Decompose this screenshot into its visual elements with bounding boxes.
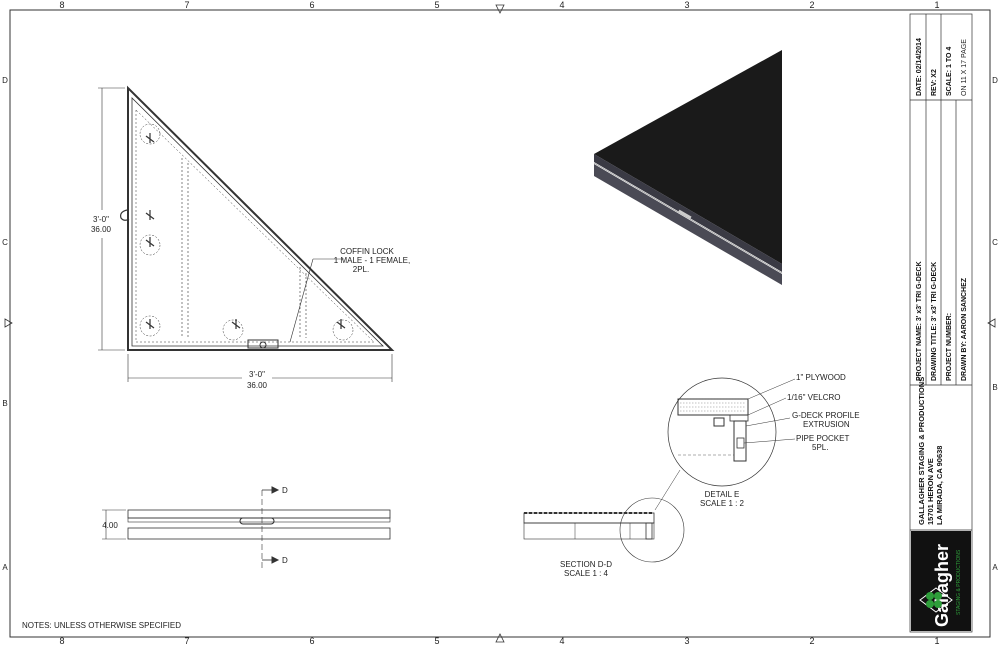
col-label: 1 xyxy=(934,0,939,10)
detail-scale: SCALE 1 : 2 xyxy=(700,499,745,508)
row-label: C xyxy=(992,238,998,247)
tb-rev: REV: X2 xyxy=(931,69,938,96)
side-view xyxy=(102,486,391,570)
thickness-dim: 4.00 xyxy=(102,521,118,530)
height-dim-in: 36.00 xyxy=(91,225,112,234)
detail-title: DETAIL E xyxy=(705,490,740,499)
col-label: 6 xyxy=(309,0,314,10)
section-title: SECTION D-D xyxy=(560,560,612,569)
label-pocket-1: PIPE POCKET xyxy=(796,434,849,443)
col-label: 7 xyxy=(184,0,189,10)
tb-address-1: 15701 HERON AVE xyxy=(926,458,935,525)
row-label: A xyxy=(992,563,998,572)
tb-address-2: LA MIRADA, CA 90638 xyxy=(935,446,944,525)
tb-page: ON 11 X 17 PAGE xyxy=(961,39,968,96)
label-profile-2: EXTRUSION xyxy=(803,420,850,429)
col-label: 3 xyxy=(684,636,689,646)
tb-date: DATE: 02/14/2014 xyxy=(916,38,923,96)
isometric-view xyxy=(593,50,783,285)
top-view-dim-text: 3'-0" 36.00 3'-0" 36.00 COFFIN LOCK 1 MA… xyxy=(91,215,410,390)
col-label: 8 xyxy=(59,636,64,646)
company-logo: Gallagher STAGING & PRODUCTIONS xyxy=(911,531,971,631)
logo-subtext: STAGING & PRODUCTIONS xyxy=(956,549,962,615)
sheet-border xyxy=(9,9,991,638)
col-label: 2 xyxy=(809,0,814,10)
col-label: 5 xyxy=(434,636,439,646)
tb-drawing-title: DRAWING TITLE: 3' x3' TRI G-DECK xyxy=(931,262,938,381)
height-dim-ft: 3'-0" xyxy=(93,215,109,224)
column-labels-top: 8 7 6 5 4 3 2 1 xyxy=(59,0,939,10)
section-scale: SCALE 1 : 4 xyxy=(564,569,609,578)
col-label: 1 xyxy=(934,636,939,646)
title-block xyxy=(909,13,973,633)
detail-view xyxy=(654,377,796,511)
side-view-text: 4.00 D D xyxy=(102,486,288,565)
coffin-lock-callout-2: 1 MALE - 1 FEMALE, xyxy=(334,256,410,265)
row-label: A xyxy=(2,563,8,572)
tb-company: GALLAGHER STAGING & PRODUCTIONS xyxy=(917,377,926,525)
notes-text: NOTES: UNLESS OTHERWISE SPECIFIED xyxy=(22,621,181,630)
center-marks xyxy=(4,4,996,643)
col-label: 4 xyxy=(559,636,564,646)
tb-project-name: PROJECT NAME: 3' x3' TRI G-DECK xyxy=(916,261,923,381)
row-label: D xyxy=(992,76,998,85)
coffin-lock-callout-1: COFFIN LOCK xyxy=(340,247,394,256)
section-view xyxy=(523,497,685,563)
col-label: 4 xyxy=(559,0,564,10)
row-label: D xyxy=(2,76,8,85)
width-dim-in: 36.00 xyxy=(247,381,268,390)
col-label: 2 xyxy=(809,636,814,646)
row-label: B xyxy=(2,399,7,408)
row-label: B xyxy=(992,383,997,392)
col-label: 6 xyxy=(309,636,314,646)
section-marker-top: D xyxy=(282,486,288,495)
label-velcro: 1/16" VELCRO xyxy=(787,393,841,402)
coffin-lock-callout-3: 2PL. xyxy=(353,265,369,274)
width-dim-ft: 3'-0" xyxy=(249,370,265,379)
clover-icon xyxy=(926,592,942,608)
tb-scale: SCALE: 1 TO 4 xyxy=(946,47,953,96)
label-profile-1: G-DECK PROFILE xyxy=(792,411,860,420)
tb-drawn-by: DRAWN BY: AARON SANCHEZ xyxy=(961,277,968,381)
top-view-dims xyxy=(98,87,393,382)
top-view-triangle xyxy=(120,85,395,351)
row-label: C xyxy=(2,238,8,247)
col-label: 7 xyxy=(184,636,189,646)
col-label: 3 xyxy=(684,0,689,10)
title-block-text: DATE: 02/14/2014 REV: X2 SCALE: 1 TO 4 O… xyxy=(916,38,968,525)
logo-text: Gallagher xyxy=(932,544,952,627)
column-labels-bottom: 8 7 6 5 4 3 2 1 xyxy=(59,636,939,646)
label-pocket-2: 5PL. xyxy=(812,443,828,452)
label-plywood: 1" PLYWOOD xyxy=(796,373,846,382)
section-marker-bottom: D xyxy=(282,556,288,565)
tb-project-number: PROJECT NUMBER: xyxy=(946,313,953,381)
col-label: 8 xyxy=(59,0,64,10)
col-label: 5 xyxy=(434,0,439,10)
detail-text: 1" PLYWOOD 1/16" VELCRO G-DECK PROFILE E… xyxy=(700,373,860,508)
section-text: SECTION D-D SCALE 1 : 4 xyxy=(560,560,612,578)
row-labels: D C B A D C B A xyxy=(2,76,998,572)
